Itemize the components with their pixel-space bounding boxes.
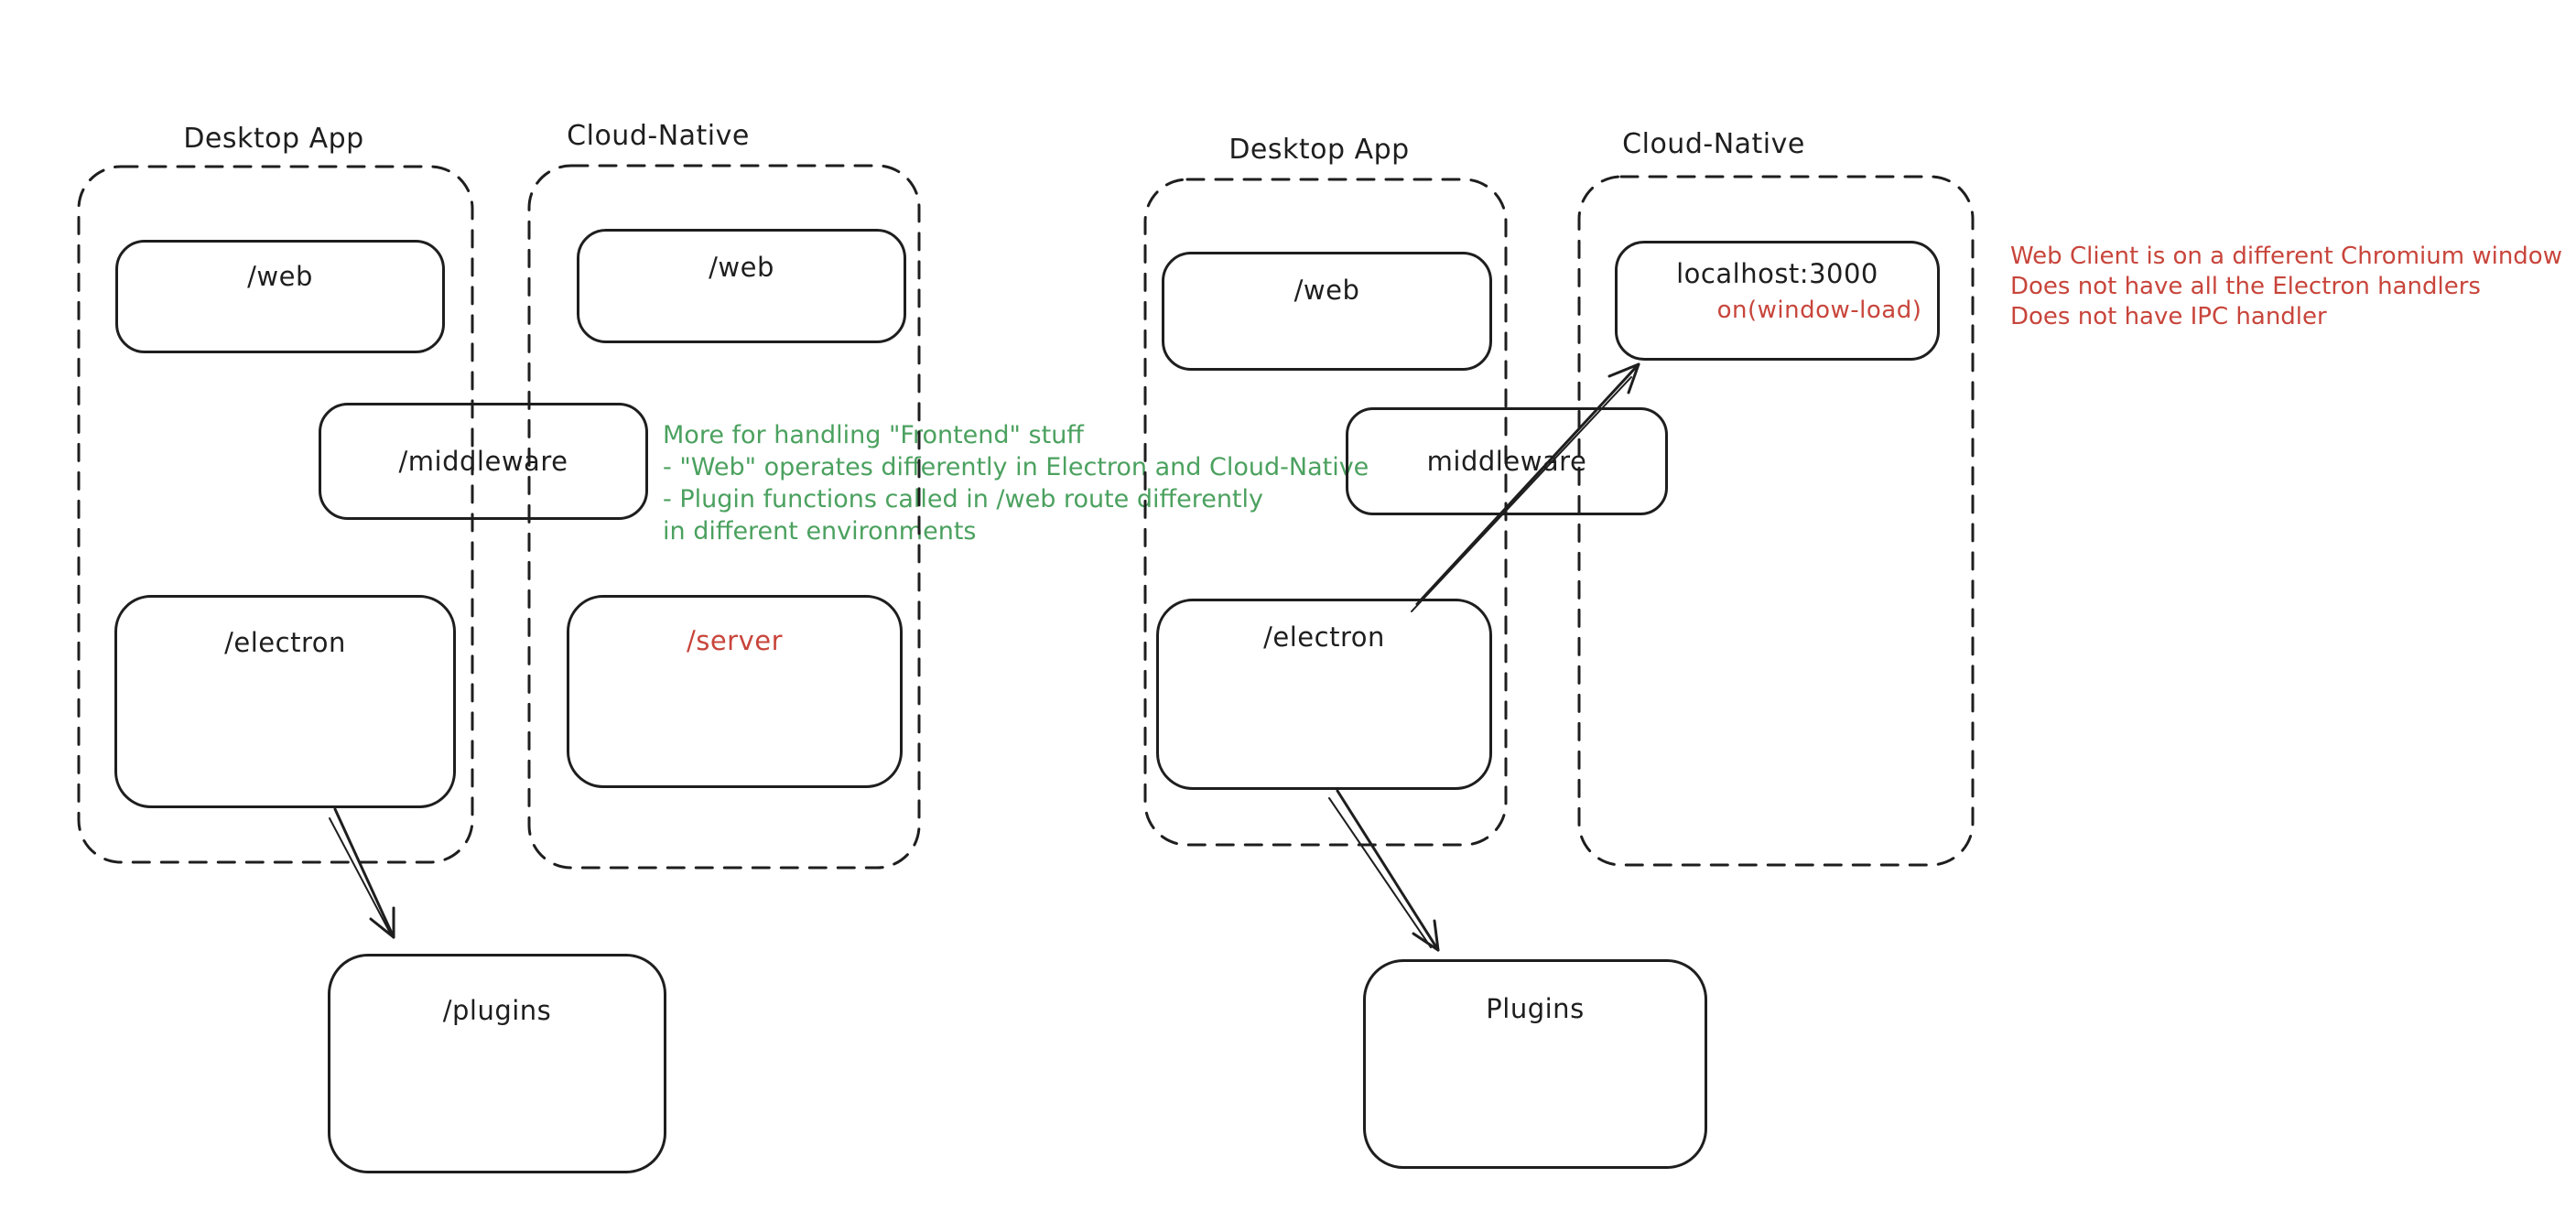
node-web-cloud-left[interactable]: /web [577,229,906,343]
node-web-right[interactable]: /web [1162,252,1492,371]
node-electron-right[interactable]: /electron [1156,599,1492,790]
note-red[interactable]: Web Client is on a different Chromium wi… [2010,243,2562,330]
node-electron-left[interactable]: /electron [114,595,456,808]
arrow-electron-to-plugins-right[interactable] [1328,789,1440,952]
node-server-left[interactable]: /server [567,595,903,788]
group-label-cloud-left[interactable]: Cloud-Native [567,120,750,152]
group-label-cloud-right[interactable]: Cloud-Native [1622,128,1805,160]
arrow-electron-to-plugins-left[interactable] [329,807,395,939]
group-label-desktop-right[interactable]: Desktop App [1228,134,1410,166]
node-web-desktop-left[interactable]: /web [115,240,445,353]
group-label-desktop-left[interactable]: Desktop App [183,123,364,155]
node-plugins-right[interactable]: Plugins [1363,959,1707,1169]
note-green[interactable]: More for handling "Frontend" stuff - "We… [663,421,1369,546]
node-middleware-left[interactable]: /middleware [319,403,648,520]
node-localhost[interactable]: localhost:3000 on(window-load) [1615,241,1940,361]
node-plugins-left[interactable]: /plugins [328,954,666,1173]
node-middleware-right[interactable]: middleware [1346,407,1668,515]
